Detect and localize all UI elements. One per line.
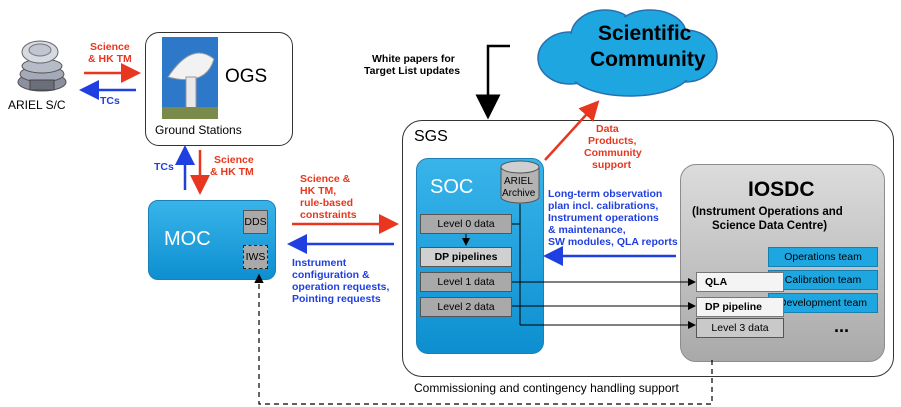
- operations-team-box: Operations team: [768, 247, 878, 267]
- iosdc-ellipsis: ...: [834, 316, 850, 336]
- level1-box: Level 1 data: [420, 272, 512, 292]
- archive-label-2: Archive: [502, 188, 536, 199]
- soc-title: SOC: [430, 176, 474, 198]
- ogs-title: OGS: [225, 66, 268, 87]
- level3-box: Level 3 data: [696, 318, 784, 338]
- ogs-to-sc-label: TCs: [100, 95, 120, 107]
- dp-pipeline-box: DP pipeline: [696, 297, 784, 317]
- ogs-subtitle: Ground Stations: [155, 123, 242, 137]
- sc-to-ogs-label-1: Science: [90, 41, 130, 53]
- dds-box: DDS: [243, 210, 268, 234]
- long-term-label-3: Instrument operations: [548, 212, 659, 224]
- cloud-title-1: Scientific: [598, 22, 692, 45]
- long-term-label-4: & maintenance,: [548, 224, 626, 236]
- moc-to-sgs-label-1: Science &: [300, 173, 351, 185]
- database-icon: [500, 160, 540, 204]
- white-papers-label-1: White papers for: [372, 53, 455, 65]
- sgs-to-moc-label-3: operation requests,: [292, 281, 390, 293]
- moc-to-sgs-label-2: HK TM,: [300, 185, 337, 197]
- long-term-label-5: SW modules, QLA reports: [548, 236, 678, 248]
- moc-title: MOC: [164, 228, 211, 250]
- white-papers-arrow: [475, 44, 510, 120]
- cloud-title-2: Community: [590, 48, 706, 71]
- commissioning-dashed-line: [254, 273, 713, 405]
- spacecraft-icon: [17, 40, 67, 92]
- moc-to-sgs-label-3: rule-based: [300, 197, 354, 209]
- level2-box: Level 2 data: [420, 297, 512, 317]
- sgs-title: SGS: [414, 128, 448, 145]
- level0-box: Level 0 data: [420, 214, 512, 234]
- iosdc-title: IOSDC: [748, 178, 815, 201]
- archive-cylinder: [499, 160, 541, 204]
- iws-box: IWS: [243, 245, 268, 269]
- long-term-label-2: plan incl. calibrations,: [548, 200, 659, 212]
- development-team-box: Development team: [768, 293, 878, 313]
- sgs-to-moc-label-2: configuration &: [292, 269, 370, 281]
- long-term-label-1: Long-term observation: [548, 188, 663, 200]
- qla-box: QLA: [696, 272, 784, 292]
- data-products-label-2: Products,: [588, 135, 637, 147]
- moc-to-sgs-label-4: constraints: [300, 209, 357, 221]
- dp-pipelines-box: DP pipelines: [420, 247, 512, 267]
- ogs-moc-up-label: TCs: [154, 161, 174, 173]
- iosdc-subtitle-2: Science Data Centre): [712, 220, 828, 232]
- sgs-to-moc-label-4: Pointing requests: [292, 293, 381, 305]
- ogs-moc-down-label-2: & HK TM: [210, 166, 254, 178]
- ogs-moc-down-label-1: Science: [214, 154, 254, 166]
- archive-label-1: ARIEL: [504, 176, 533, 187]
- white-papers-label-2: Target List updates: [364, 65, 461, 77]
- sgs-to-moc-label-1: Instrument: [292, 257, 347, 269]
- data-products-label-3: Community: [584, 147, 642, 159]
- antenna-icon: [162, 37, 218, 119]
- spacecraft-image: [14, 36, 70, 98]
- data-products-label-4: support: [592, 159, 632, 171]
- cloud-icon: [537, 9, 718, 97]
- data-products-arrow: [544, 100, 600, 161]
- sc-to-ogs-label-2: & HK TM: [88, 53, 132, 65]
- commissioning-label: Commissioning and contingency handling s…: [414, 381, 679, 395]
- spacecraft-label: ARIEL S/C: [8, 98, 66, 112]
- scientific-community-cloud: [530, 6, 720, 100]
- data-products-label-1: Data: [596, 123, 619, 135]
- ground-station-image: [162, 37, 218, 119]
- iosdc-subtitle-1: (Instrument Operations and: [692, 206, 843, 218]
